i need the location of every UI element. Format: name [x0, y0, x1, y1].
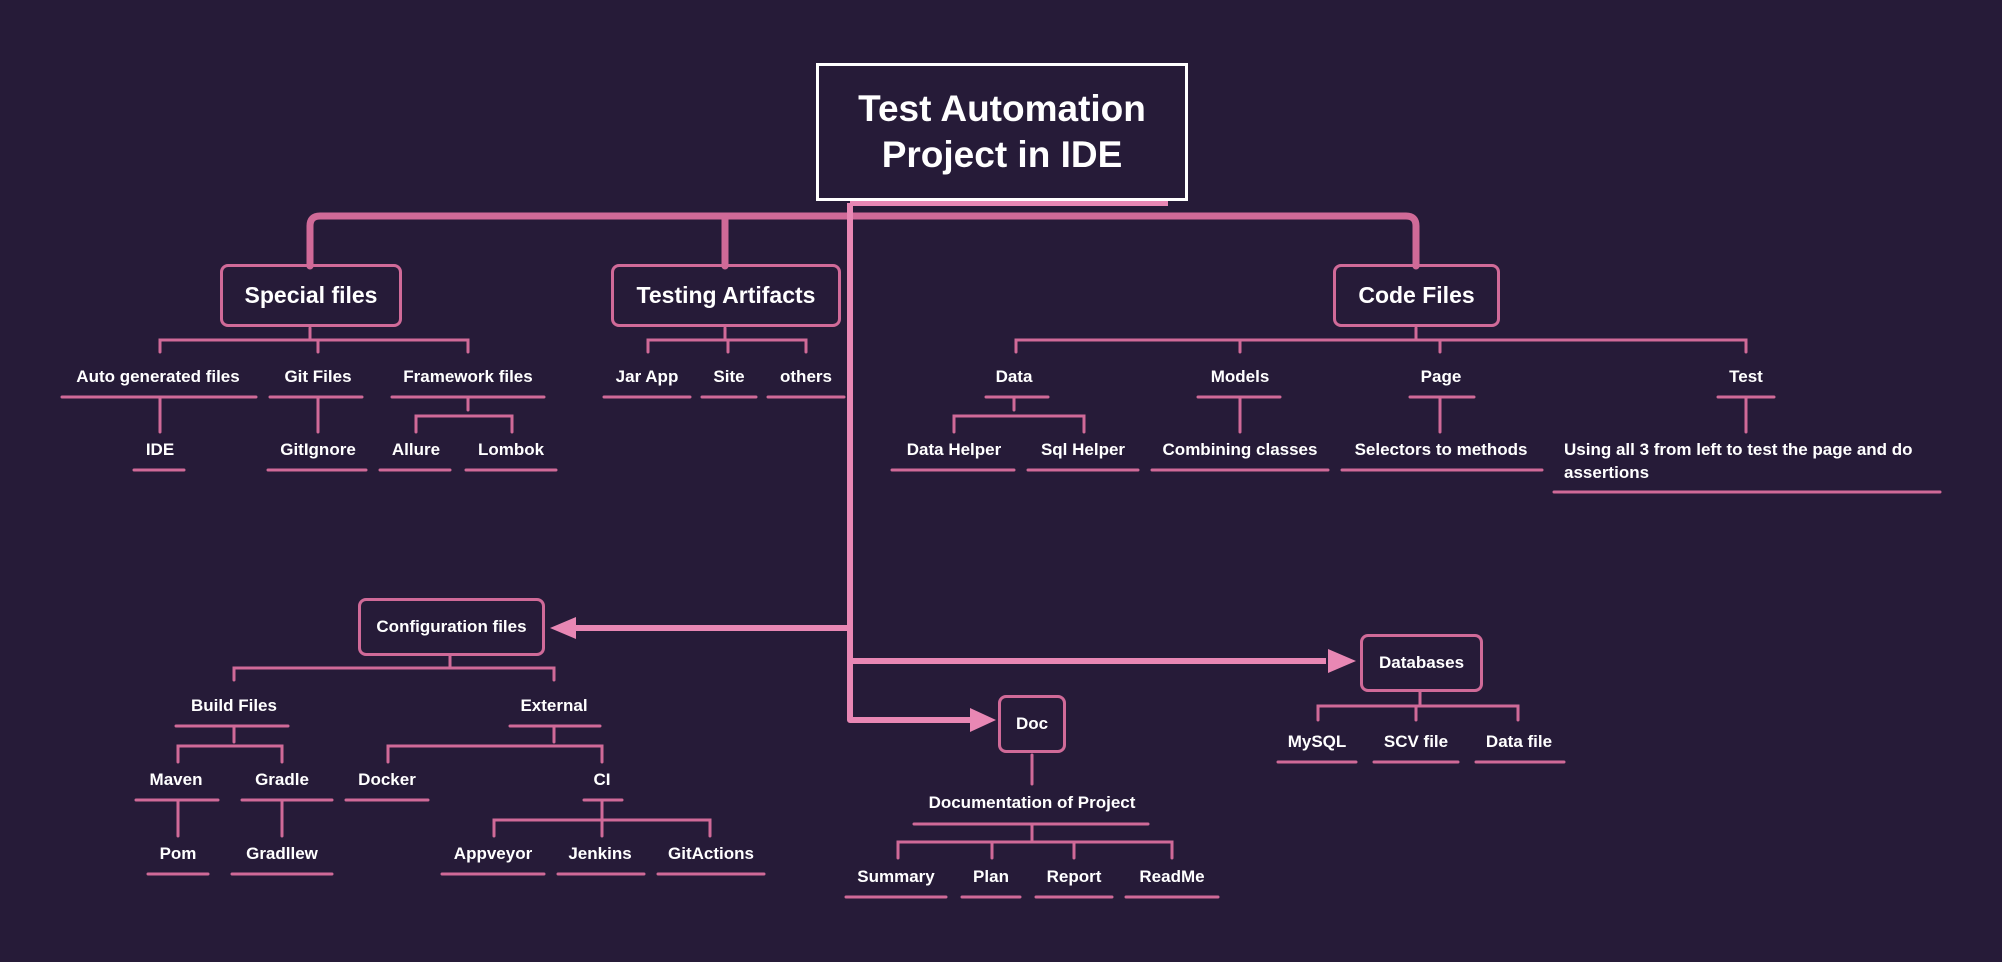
leaf-gradle: Gradle: [255, 770, 309, 789]
leaf-appveyor: Appveyor: [453, 844, 533, 863]
leaf-maven: Maven: [149, 770, 203, 789]
leaf-site: Site: [713, 367, 745, 386]
leaf-selectors-to-methods: Selectors to methods: [1354, 440, 1528, 459]
configuration-files-box[interactable]: Configuration files: [358, 598, 545, 656]
leaf-mysql: MySQL: [1287, 732, 1347, 751]
leaf-build-files: Build Files: [191, 696, 277, 715]
leaf-data: Data: [995, 367, 1033, 386]
leaf-models: Models: [1210, 367, 1270, 386]
leaf-gitignore: GitIgnore: [280, 440, 356, 459]
leaf-gradlew: Gradllew: [246, 844, 318, 863]
leaf-git-files: Git Files: [284, 367, 352, 386]
leaf-pom: Pom: [159, 844, 197, 863]
doc-box[interactable]: Doc: [998, 695, 1066, 753]
leaf-allure: Allure: [391, 440, 441, 459]
leaf-others: others: [780, 367, 832, 386]
leaf-test: Test: [1729, 367, 1763, 386]
leaf-docker: Docker: [358, 770, 416, 789]
testing-artifacts-box[interactable]: Testing Artifacts: [611, 264, 841, 327]
leaf-ide: IDE: [145, 440, 175, 459]
root-title: Test Automation Project in IDE: [816, 63, 1188, 201]
leaf-data-helper: Data Helper: [906, 440, 1002, 459]
leaf-test-description: Using all 3 from left to test the page a…: [1564, 440, 1913, 482]
leaf-ci: CI: [593, 770, 611, 789]
leaf-page: Page: [1420, 367, 1462, 386]
leaf-combining-classes: Combining classes: [1162, 440, 1318, 459]
leaf-summary: Summary: [857, 867, 935, 886]
leaf-documentation-of-project: Documentation of Project: [928, 793, 1136, 812]
leaf-data-file: Data file: [1485, 732, 1553, 751]
leaf-jar-app: Jar App: [615, 367, 679, 386]
leaf-external: External: [520, 696, 588, 715]
special-files-box[interactable]: Special files: [220, 264, 402, 327]
leaf-plan: Plan: [973, 867, 1009, 886]
code-files-box[interactable]: Code Files: [1333, 264, 1500, 327]
leaf-lombok: Lombok: [477, 440, 545, 459]
leaf-report: Report: [1046, 867, 1102, 886]
leaf-framework-files: Framework files: [403, 367, 533, 386]
leaf-readme: ReadMe: [1139, 867, 1205, 886]
leaf-gitactions: GitActions: [668, 844, 754, 863]
databases-box[interactable]: Databases: [1360, 634, 1483, 692]
leaf-sql-helper: Sql Helper: [1040, 440, 1126, 459]
leaf-scv-file: SCV file: [1383, 732, 1449, 751]
leaf-auto-generated-files: Auto generated files: [76, 367, 240, 386]
leaf-jenkins: Jenkins: [568, 844, 632, 863]
